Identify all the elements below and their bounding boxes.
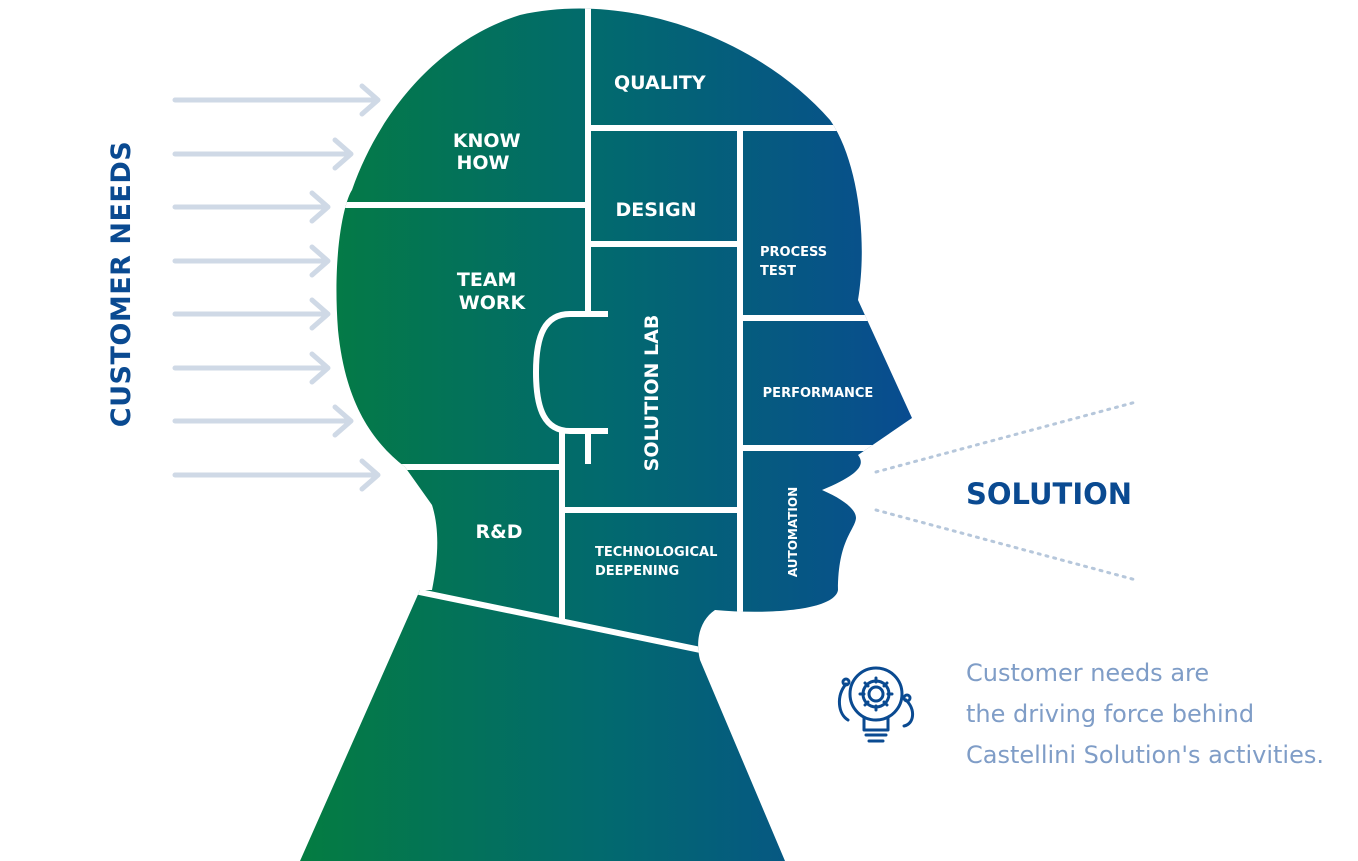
- region-solution-lab: SOLUTION LAB: [641, 315, 663, 472]
- region-quality: QUALITY: [614, 72, 706, 94]
- region-team-work-line2: WORK: [459, 292, 527, 314]
- solution-label: SOLUTION: [966, 477, 1132, 511]
- region-team-work-line1: TEAM: [457, 269, 517, 291]
- caption-line2: the driving force behind: [966, 700, 1254, 728]
- arrow-7: [172, 404, 354, 438]
- region-process-test-line1: PROCESS: [760, 245, 827, 260]
- arrow-4: [172, 244, 331, 278]
- region-team-work: TEAM WORK: [457, 269, 527, 314]
- region-technological-deepening-line1: TECHNOLOGICAL: [595, 545, 717, 560]
- caption: Customer needs are the driving force beh…: [966, 659, 1324, 769]
- region-design: DESIGN: [615, 199, 696, 221]
- arrow-2: [172, 137, 354, 171]
- arrow-3: [172, 190, 331, 224]
- arrow-8: [172, 458, 381, 492]
- caption-line3: Castellini Solution's activities.: [966, 741, 1324, 769]
- arrow-1: [172, 83, 381, 117]
- customer-needs-title: CUSTOMER NEEDS: [106, 141, 137, 427]
- arrow-6: [172, 351, 331, 385]
- region-know-how: KNOW HOW: [453, 130, 527, 174]
- region-technological-deepening-line2: DEEPENING: [595, 564, 679, 579]
- arrow-5: [172, 297, 331, 331]
- region-automation: AUTOMATION: [786, 487, 800, 577]
- region-know-how-line1: KNOW: [453, 130, 521, 152]
- region-rd: R&D: [476, 521, 523, 543]
- lightbulb-gear-icon: [838, 666, 914, 743]
- head-silhouette: [300, 8, 912, 861]
- region-process-test: PROCESS TEST: [760, 245, 832, 279]
- output-rays: [874, 400, 1138, 582]
- region-technological-deepening: TECHNOLOGICAL DEEPENING: [595, 545, 722, 579]
- puzzle-connector: [532, 311, 608, 434]
- region-know-how-line2: HOW: [456, 152, 509, 174]
- caption-line1: Customer needs are: [966, 659, 1209, 687]
- region-process-test-line2: TEST: [760, 264, 796, 279]
- region-performance: PERFORMANCE: [763, 386, 874, 401]
- incoming-arrows: [172, 83, 381, 492]
